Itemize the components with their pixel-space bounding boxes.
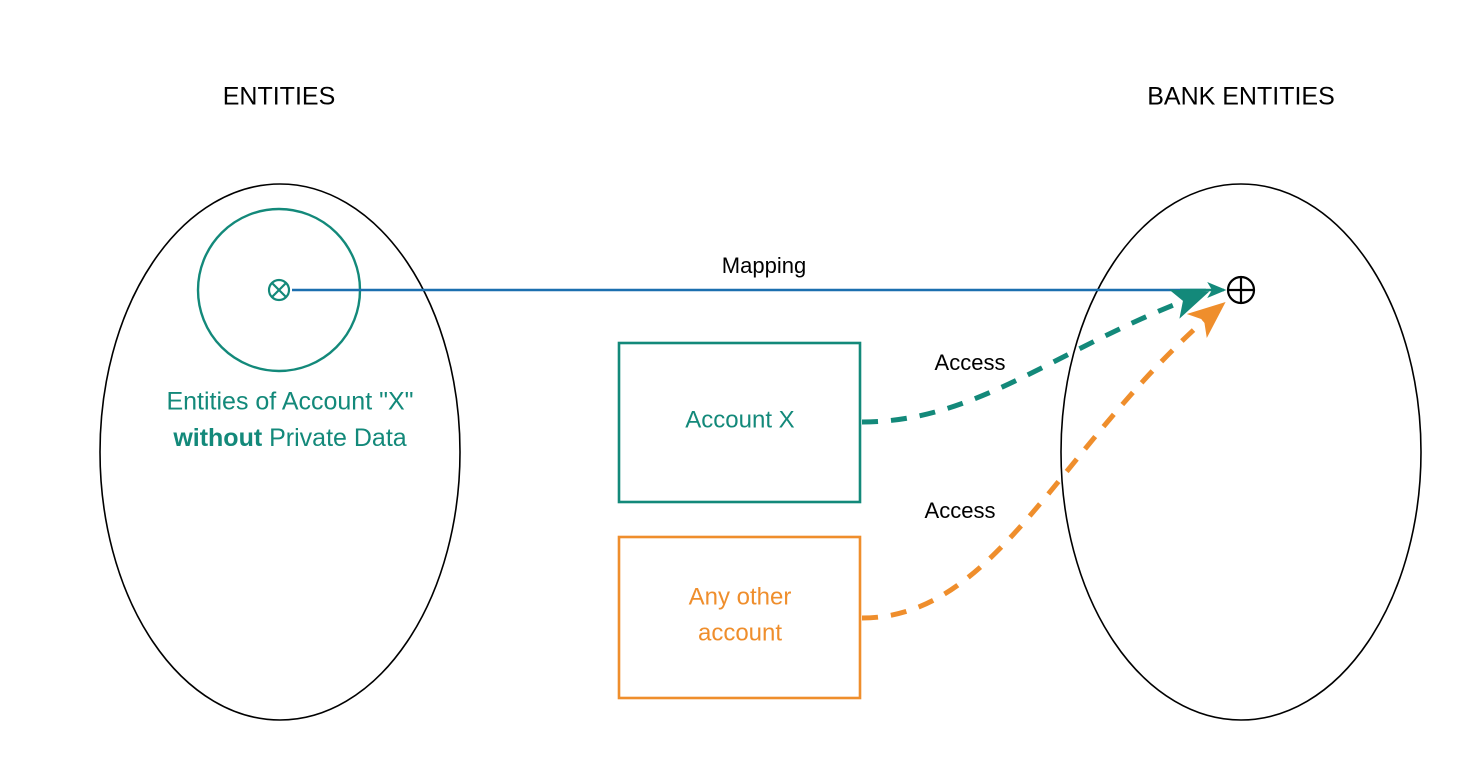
any-other-account-box-label-line-1: Any other (689, 583, 792, 610)
left-column-header: ENTITIES (223, 83, 336, 111)
account-x-box-label: Account X (685, 406, 794, 433)
access-edge-teal-label: Access (935, 350, 1006, 375)
access-edge-orange-path[interactable] (861, 301, 1226, 621)
entities-caption-line-1: Entities of Account "X" (166, 388, 413, 416)
entities-ellipse[interactable] (99, 183, 461, 721)
circle-x-icon[interactable] (267, 278, 291, 302)
entities-caption-bold-run: without (172, 424, 263, 452)
circle-plus-icon[interactable] (1226, 275, 1256, 305)
any-other-account-box[interactable] (617, 535, 862, 700)
mapping-edge-label: Mapping (722, 253, 806, 278)
entities-caption-line-2: without Private Data (172, 424, 406, 452)
right-column-header: BANK ENTITIES (1147, 83, 1335, 111)
access-edge-orange-label: Access (925, 498, 996, 523)
account-x-box[interactable] (617, 341, 862, 504)
any-other-account-box-label-line-2: account (698, 619, 782, 646)
bank-entities-ellipse[interactable] (1060, 183, 1422, 721)
entities-caption-rest-run: Private Data (262, 424, 407, 452)
